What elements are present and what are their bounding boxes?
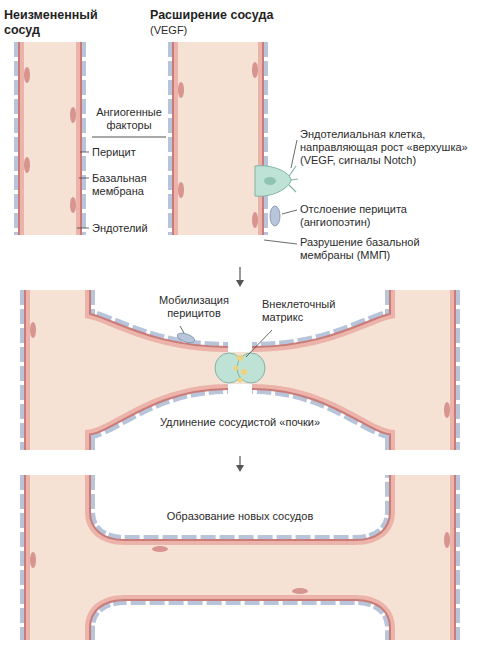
matrix-particle [237,355,243,361]
detached-pericyte [270,206,280,226]
part-label: (VEGF) [150,24,230,37]
tip-cell [237,353,265,383]
nucleus [24,67,30,83]
part-label: Образование новых сосудов [140,510,340,523]
nucleus [178,82,184,98]
matrix-particle [234,366,239,371]
basement-membrane [85,595,395,640]
part-label: Эндотелий [92,222,167,235]
part-label: Удлинение сосудистой «почки» [140,416,340,429]
leader-line [282,210,297,214]
nucleus [24,157,30,173]
panel-heading: Неизмененный сосуд [4,8,116,38]
part-label: Ангиогенные факторы [88,106,170,132]
leader-line [246,330,272,357]
pericyte-band [85,475,395,545]
basement-membrane [85,475,395,545]
matrix-particle [238,378,243,383]
nucleus [30,552,36,568]
nucleus [292,588,308,594]
leader-line [77,228,89,229]
tip-cell-nucleus [264,177,276,185]
leader-line [79,178,89,179]
nucleus [152,546,168,552]
matrix-particle [241,369,247,375]
leader-line [80,152,89,153]
panel-heading: Расширение сосуда [150,8,320,23]
nucleus [178,182,184,198]
part-label: Внеклеточный матрикс [262,298,358,324]
nucleus [70,197,76,213]
nucleus [444,402,450,418]
endothelium [85,475,395,545]
factor-line [92,137,166,138]
nucleus [252,212,258,228]
mobilized-pericyte [176,331,196,344]
vessel-lumen [24,42,76,235]
nucleus [30,322,36,338]
vessel-lumen [30,475,450,640]
nucleus [252,62,258,78]
part-label: Перицит [92,146,167,159]
nucleus [70,107,76,123]
leader-line [180,326,184,333]
tip-cell [255,166,291,197]
step-arrow [239,267,240,281]
step-arrowhead [236,465,244,472]
leader-line [291,140,297,168]
part-label: Мобилизация перицитов [148,294,240,320]
vessel-lumen [30,290,450,450]
step-arrow [239,456,240,466]
step-arrowhead [236,280,244,287]
part-label: Базальная мембрана [92,172,167,198]
endothelium [85,595,395,640]
vessel-lumen [178,42,258,235]
nucleus [444,532,450,548]
part-label: Отслоение перицита (ангиопоэтин) [300,203,476,229]
part-label: Разрушение базальной мембраны (ММП) [300,236,476,262]
part-label: Эндотелиальная клетка, направляющая рост… [300,128,476,167]
pericyte-band [85,595,395,640]
leader-line [264,240,297,244]
filopodia [289,166,298,192]
